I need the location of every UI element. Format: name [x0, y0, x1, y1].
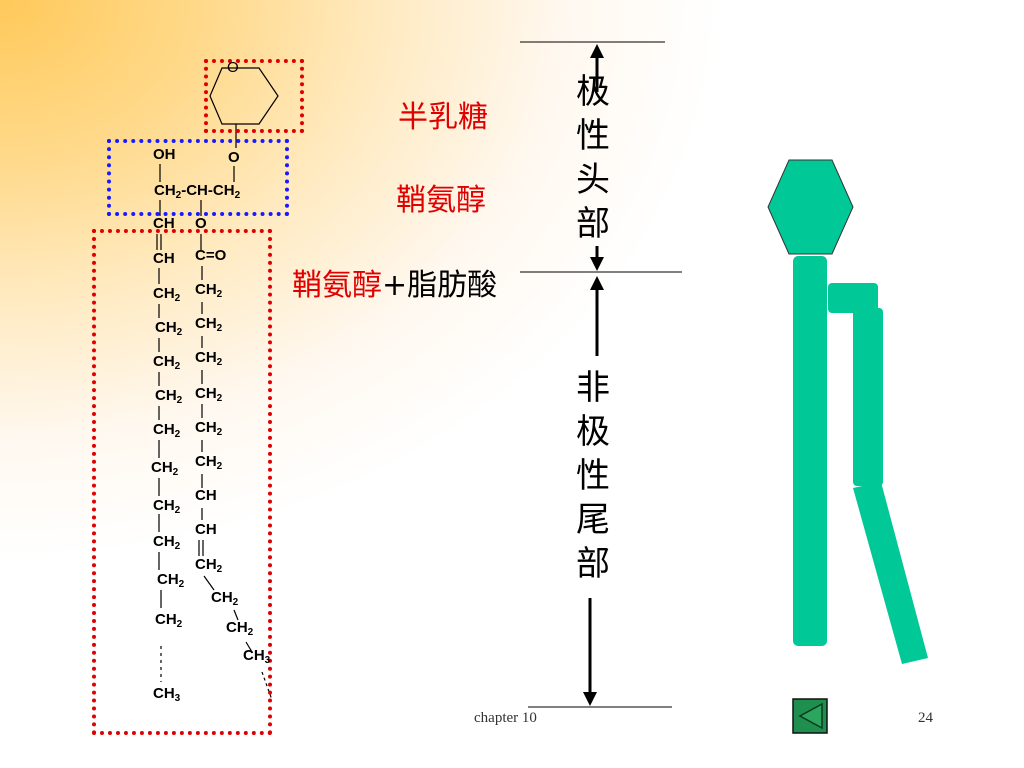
vertical-char: 非: [576, 368, 610, 408]
left-chain-group: CH: [153, 250, 175, 267]
right-chain-group: C=O: [195, 247, 227, 264]
vertical-char: 尾: [576, 500, 610, 540]
lipid-connector: [828, 283, 878, 313]
nav-back-arrow-icon: [798, 702, 823, 730]
polar-head-label: 极性头部: [571, 70, 615, 246]
right-chain-group: CH: [195, 521, 217, 538]
nonpolar-tail-label: 非极性尾部: [571, 366, 615, 586]
left-chain-group: CH2: [153, 353, 181, 372]
ceramide-label: 鞘氨醇+脂肪酸: [292, 269, 497, 303]
sphingosine-box: [107, 139, 289, 216]
ring-oxygen: O: [227, 59, 239, 76]
right-chain-group: CH: [195, 487, 217, 504]
lipid-tail-left: [793, 256, 827, 646]
left-chain-group: CH2: [153, 533, 181, 552]
lipid-tail-right: [853, 308, 883, 486]
ceramide-box: [92, 229, 272, 735]
left-chain-group: CH2: [151, 459, 179, 478]
polar-arrow-down: [590, 257, 604, 271]
glycosidic-oxygen: O: [228, 149, 240, 166]
vertical-char: 性: [576, 456, 610, 496]
vertical-char: 头: [576, 160, 610, 200]
left-chain-group: CH2: [153, 497, 181, 516]
galactose-label: 半乳糖: [398, 100, 488, 135]
vertical-char: 性: [576, 116, 610, 156]
lipid-head-hexagon: [767, 159, 854, 255]
right-chain-group: CH2: [195, 556, 223, 575]
left-chain-group: CH3: [153, 685, 181, 704]
ceramide-label-part2: +脂肪酸: [382, 268, 498, 303]
left-chain-group: CH2: [157, 571, 185, 590]
right-chain-group: CH3: [243, 647, 271, 666]
lipid-tail-bent: [853, 482, 928, 664]
left-chain-group: CH2: [155, 387, 183, 406]
galactose-ring: [209, 67, 279, 125]
polar-arrow-up: [590, 44, 604, 58]
right-chain-group: O: [195, 215, 207, 232]
right-chain-group: CH2: [195, 281, 223, 300]
tail-arrow-down: [583, 692, 597, 706]
vertical-char: 部: [576, 204, 610, 244]
hydroxyl-group: OH: [153, 146, 176, 163]
ceramide-label-part1: 鞘氨醇: [292, 268, 382, 303]
galactose-box: [204, 59, 304, 133]
page-number: 24: [918, 710, 933, 726]
left-chain-group: CH2: [155, 319, 183, 338]
left-chain-group: CH2: [155, 611, 183, 630]
right-chain-group: CH2: [195, 349, 223, 368]
left-chain-group: CH: [153, 215, 175, 232]
right-chain-group: CH2: [211, 589, 239, 608]
sphingosine-label: 鞘氨醇: [396, 183, 486, 218]
right-chain-group: CH2: [195, 453, 223, 472]
vertical-char: 极: [576, 72, 610, 112]
vertical-char: 部: [576, 544, 610, 584]
footer-chapter: chapter 10: [474, 710, 537, 726]
glycerol-backbone: CH2-CH-CH2: [154, 182, 241, 201]
right-chain-group: CH2: [195, 385, 223, 404]
right-chain-group: CH2: [195, 315, 223, 334]
vertical-char: 极: [576, 412, 610, 452]
right-chain-group: CH2: [195, 419, 223, 438]
left-chain-group: CH2: [153, 285, 181, 304]
right-chain-group: CH2: [226, 619, 254, 638]
nav-back-button[interactable]: [793, 699, 827, 733]
left-chain-group: CH2: [153, 421, 181, 440]
tail-arrow-up: [590, 276, 604, 290]
